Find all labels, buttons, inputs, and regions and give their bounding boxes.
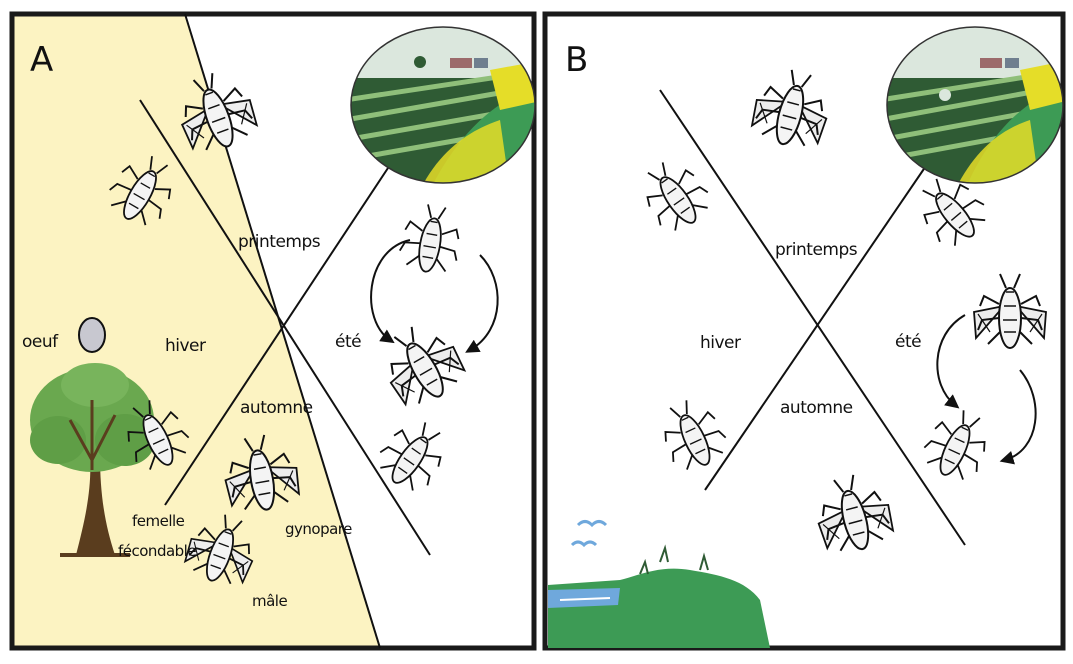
panel-b (545, 14, 1070, 648)
season-autumn-label-b: automne (780, 398, 853, 418)
season-summer-label-b: été (895, 332, 921, 352)
season-summer-label: été (335, 332, 361, 352)
egg-label: oeuf (22, 332, 58, 352)
season-spring-label: printemps (238, 232, 320, 252)
season-autumn-label: automne (240, 398, 313, 418)
season-spring-label-b: printemps (775, 240, 857, 260)
egg-icon (79, 318, 105, 352)
panel-a-letter: A (30, 40, 53, 80)
gynopare-label: gynopare (285, 520, 352, 538)
season-winter-label-b: hiver (700, 333, 741, 353)
male-label: mâle (252, 592, 287, 610)
female-label-line1: femelle (132, 512, 184, 530)
panel-a (12, 14, 545, 648)
season-winter-label: hiver (165, 336, 206, 356)
panel-b-letter: B (565, 40, 588, 80)
female-label-line2: fécondable (118, 542, 196, 560)
